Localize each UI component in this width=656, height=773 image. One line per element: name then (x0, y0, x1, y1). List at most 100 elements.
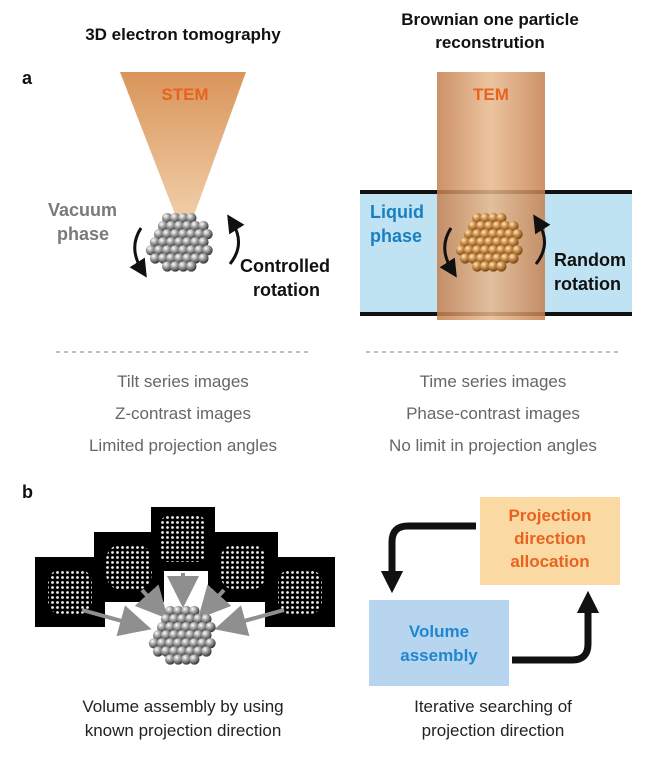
atom-sphere (178, 245, 189, 256)
right-property-1: Time series images (420, 372, 567, 391)
atom-sphere (472, 245, 483, 256)
liquid-phase-label-line2: phase (370, 226, 422, 246)
left-rotation-arrow-right (227, 214, 245, 265)
projection-image-5-lattice (48, 570, 92, 614)
atom-sphere (467, 220, 479, 232)
nanoparticle-cluster-gold (455, 212, 523, 272)
atom-sphere (197, 622, 208, 633)
atom-sphere (165, 622, 176, 633)
atom-sphere (472, 229, 483, 240)
atom-sphere (182, 253, 193, 264)
nanoparticle-cluster-grey (145, 212, 213, 272)
atom-sphere (162, 229, 173, 240)
controlled-rotation-label-line1: Controlled (240, 256, 330, 276)
atom-sphere (157, 220, 169, 232)
atom-sphere (189, 622, 200, 633)
atom-sphere (177, 630, 188, 641)
atom-sphere (492, 220, 503, 232)
atom-sphere (173, 638, 184, 649)
atom-sphere (467, 237, 479, 248)
atom-sphere (201, 613, 212, 625)
atom-sphere (201, 646, 212, 657)
atom-sphere (173, 605, 184, 617)
atom-sphere (202, 229, 213, 240)
atom-sphere (512, 245, 523, 256)
atom-sphere (170, 229, 181, 240)
atom-sphere (488, 229, 499, 240)
tem-label: TEM (473, 85, 509, 104)
atom-sphere (181, 638, 192, 649)
atom-sphere (463, 229, 475, 240)
right-caption-line1: Iterative searching of (414, 697, 572, 716)
atom-sphere (194, 229, 205, 240)
left-rotation-arrow-left (129, 227, 147, 278)
atom-sphere (198, 253, 209, 264)
atom-sphere (186, 261, 197, 272)
atom-sphere (174, 237, 185, 248)
atom-sphere (165, 605, 176, 617)
stem-beam-cone (120, 72, 246, 240)
atom-sphere (149, 237, 161, 248)
atom-sphere (476, 237, 487, 248)
atom-sphere (189, 605, 200, 617)
atom-sphere (496, 212, 507, 224)
atom-sphere (480, 245, 491, 256)
atom-sphere (178, 261, 189, 272)
atom-sphere (177, 646, 188, 657)
right-property-3: No limit in projection angles (389, 436, 597, 455)
projection-arrow-5 (214, 605, 285, 637)
tem-beam-column (437, 72, 545, 320)
allocation-box-line1: Projection (508, 506, 591, 525)
vacuum-phase-label-line2: phase (57, 224, 109, 244)
atom-sphere (198, 237, 209, 248)
atom-sphere (492, 237, 503, 248)
atom-sphere (157, 253, 169, 264)
left-column-header: 3D electron tomography (85, 25, 281, 44)
atom-sphere (472, 212, 483, 224)
projection-image-4-lattice (278, 570, 322, 614)
atom-sphere (166, 253, 177, 264)
projection-arrow-4 (81, 605, 152, 637)
atom-sphere (173, 622, 184, 633)
atom-sphere (181, 605, 192, 617)
atom-sphere (189, 654, 200, 665)
atom-sphere (508, 253, 519, 264)
vacuum-phase-label-line1: Vacuum (48, 200, 117, 220)
atom-sphere (496, 229, 507, 240)
atom-sphere (166, 220, 177, 232)
atom-sphere (197, 638, 208, 649)
atom-sphere (165, 638, 176, 649)
panel-letter-a: a (22, 68, 33, 88)
atom-sphere (472, 261, 483, 272)
atom-sphere (160, 646, 172, 657)
atom-sphere (152, 646, 164, 657)
atom-sphere (488, 245, 499, 256)
atom-sphere (153, 229, 165, 240)
liquid-phase-label-line1: Liquid (370, 202, 424, 222)
projection-arrow-2 (134, 584, 169, 619)
atom-sphere (480, 229, 491, 240)
atom-sphere (173, 654, 184, 665)
atom-sphere (193, 630, 204, 641)
atom-sphere (182, 220, 193, 232)
atom-sphere (504, 229, 515, 240)
atom-sphere (169, 630, 180, 641)
loop-arrow-to-assembly (380, 522, 476, 594)
atom-sphere (189, 638, 200, 649)
atom-sphere (153, 245, 165, 256)
atom-sphere (190, 237, 201, 248)
right-property-2: Phase-contrast images (406, 404, 580, 423)
atom-sphere (174, 220, 185, 232)
panel-letter-b: b (22, 482, 33, 502)
allocation-box-line2: direction (514, 529, 586, 548)
atom-sphere (504, 245, 515, 256)
atom-sphere (170, 245, 181, 256)
atom-sphere (178, 212, 189, 224)
atom-sphere (508, 237, 519, 248)
random-rotation-label-line2: rotation (554, 274, 621, 294)
random-rotation-label-line1: Random (554, 250, 626, 270)
right-column-header-line1: Brownian one particle (401, 10, 579, 29)
atom-sphere (193, 613, 204, 625)
atom-sphere (500, 253, 511, 264)
